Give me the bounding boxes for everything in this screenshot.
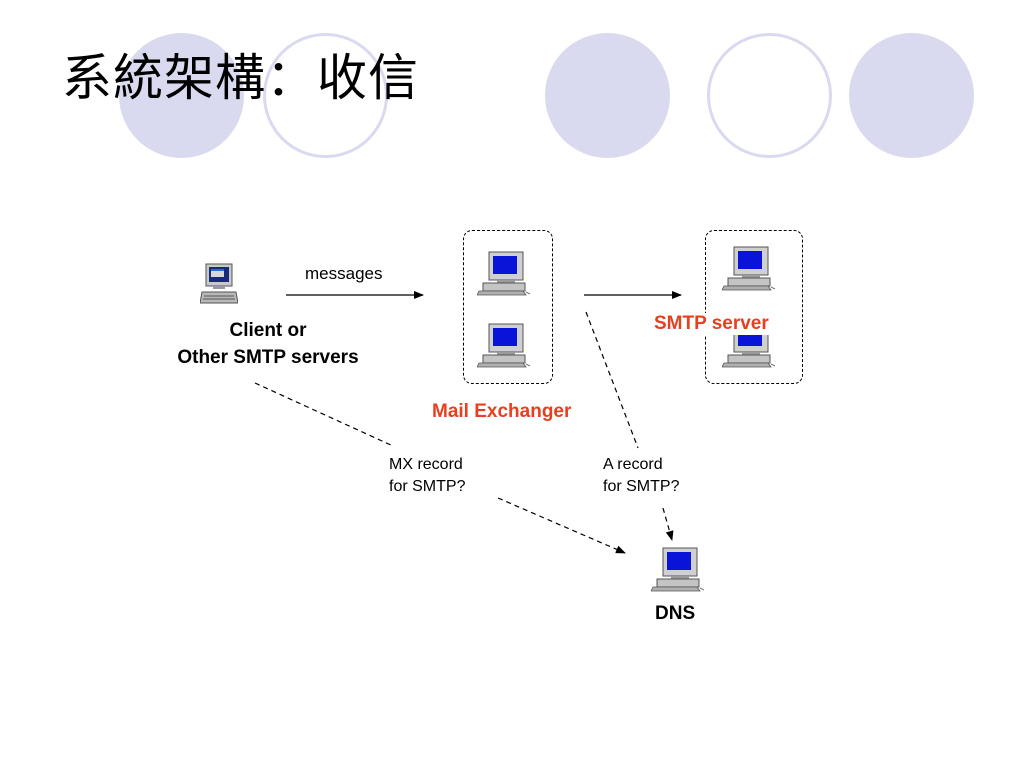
- mail-exchanger-cluster: [463, 230, 553, 384]
- dns-label: DNS: [655, 603, 696, 624]
- mx-query-line1: MX record: [389, 456, 463, 473]
- a-query-line-upper: [585, 311, 639, 449]
- a-query-label: A record for SMTP?: [603, 454, 679, 498]
- client-label-line1: Client or: [229, 320, 307, 341]
- smtp-server-1-icon: [722, 246, 776, 291]
- mx-query-line-upper: [254, 382, 394, 447]
- smtp-server-cluster: [705, 230, 803, 384]
- mx-query-line2: for SMTP?: [389, 478, 466, 495]
- mx-query-label: MX record for SMTP?: [389, 454, 465, 498]
- smtp-server-label: SMTP server: [652, 313, 771, 335]
- mx-server-1-icon: [477, 251, 531, 296]
- a-query-line2: for SMTP?: [603, 478, 680, 495]
- decor-ring-2: [707, 33, 832, 158]
- mx-server-2-icon: [477, 323, 531, 368]
- desktop-computer-icon: [200, 263, 238, 304]
- messages-label: messages: [305, 264, 383, 283]
- decor-circle-1: [119, 33, 244, 158]
- a-query-line1: A record: [603, 456, 663, 473]
- a-query-arrow: [662, 507, 674, 541]
- decor-circle-2: [545, 33, 670, 158]
- client-label: Client or Other SMTP servers: [148, 317, 388, 371]
- mx-query-arrow: [497, 497, 626, 554]
- dns-server-icon: [651, 547, 705, 592]
- decor-ring-1: [263, 33, 388, 158]
- client-label-line2: Other SMTP servers: [177, 347, 359, 368]
- slide-title: 系統架構：收信: [62, 49, 419, 107]
- decor-circle-3: [849, 33, 974, 158]
- mail-exchanger-label: Mail Exchanger: [432, 401, 572, 422]
